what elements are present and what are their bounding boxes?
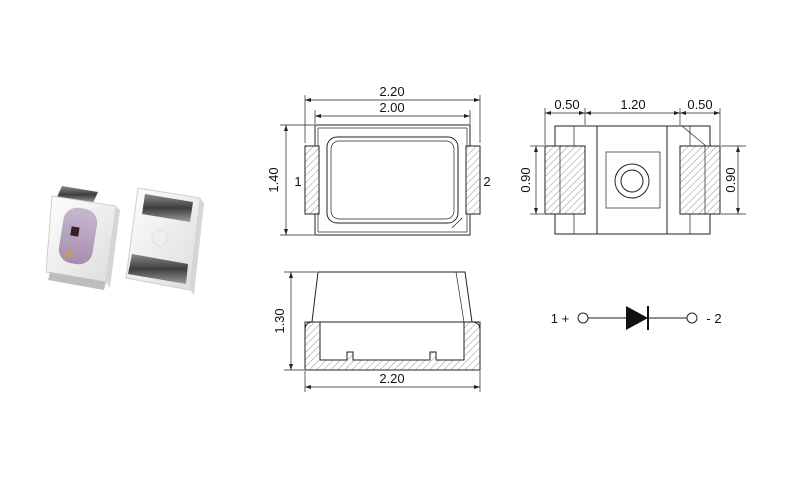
led-photo-back	[125, 187, 204, 295]
dim-bottom-center: 1.20	[620, 97, 645, 112]
dim-bottom-pad-height-right: 0.90	[723, 167, 738, 192]
dim-bottom-pad-height-left: 0.90	[518, 167, 533, 192]
pin-label-1: 1	[294, 174, 301, 189]
side-view: 1.30 2.20	[272, 271, 481, 392]
dim-top-height: 1.40	[266, 167, 281, 192]
cathode-terminal	[686, 312, 698, 324]
anode-label: 1 +	[551, 311, 569, 326]
cathode-label: - 2	[706, 311, 721, 326]
dim-top-lens-width: 2.00	[379, 100, 404, 115]
diode-schematic: 1 + - 2	[551, 306, 722, 330]
anode-terminal	[577, 312, 589, 324]
led-photo-front	[45, 186, 120, 290]
dim-bottom-pad-right: 0.50	[687, 97, 712, 112]
top-view: 2.20 2.00 1.40 1 2	[266, 84, 491, 236]
bottom-view: 0.50 1.20 0.50 0.90 0.90	[518, 97, 746, 235]
dim-side-height: 1.30	[272, 308, 287, 333]
dim-side-width: 2.20	[379, 371, 404, 386]
dim-bottom-pad-left: 0.50	[554, 97, 579, 112]
diode-triangle	[626, 306, 648, 330]
pin-label-2: 2	[483, 174, 490, 189]
dim-top-overall-width: 2.20	[379, 84, 404, 99]
